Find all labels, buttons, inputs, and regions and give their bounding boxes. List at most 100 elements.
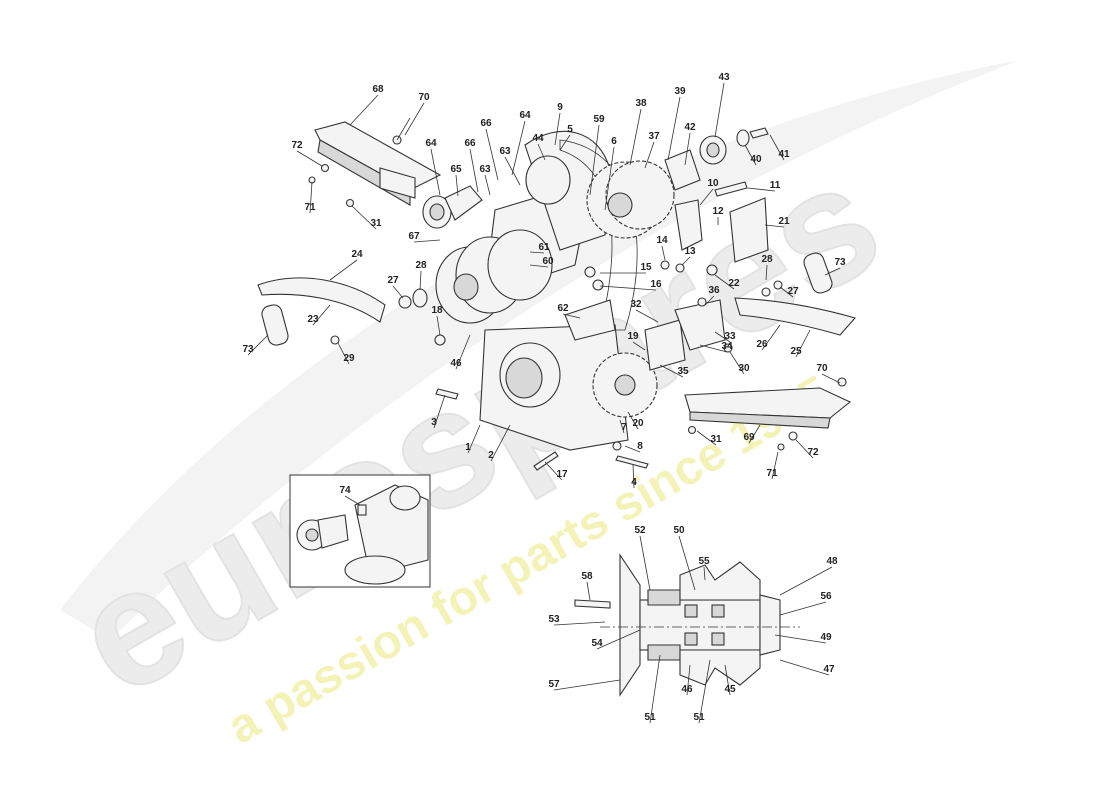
callout-number: 73 <box>834 257 846 268</box>
callout-leader <box>632 464 635 489</box>
callout-number: 66 <box>480 118 492 129</box>
callout-27: 27 <box>779 286 799 298</box>
callout-number: 44 <box>532 133 544 144</box>
callout-leader <box>678 535 696 591</box>
callout-leader <box>644 141 655 169</box>
callout-73: 73 <box>824 257 846 276</box>
callout-leader <box>769 134 785 161</box>
callout-18: 18 <box>431 305 443 336</box>
callout-number: 61 <box>538 242 550 253</box>
callout-number: 17 <box>556 469 568 480</box>
callout-31: 31 <box>351 205 382 230</box>
guide-69 <box>684 387 852 429</box>
callout-leader <box>824 267 841 276</box>
callout-leader <box>467 424 481 454</box>
callout-number: 68 <box>372 84 384 95</box>
callout-5: 5 <box>559 124 573 151</box>
callout-16: 16 <box>599 279 662 291</box>
callout-leader <box>661 245 666 261</box>
callout-leader <box>696 430 717 446</box>
callout-leader <box>624 445 641 453</box>
callout-29: 29 <box>337 342 355 365</box>
callout-number: 64 <box>519 110 531 121</box>
callout-leader <box>484 174 491 196</box>
callout-leader <box>430 148 441 196</box>
washer-40 <box>736 129 750 147</box>
callout-number: 56 <box>820 591 832 602</box>
callout-52: 52 <box>634 525 651 591</box>
guide-68 <box>314 121 442 206</box>
callout-number: 25 <box>790 346 802 357</box>
callout-leader <box>559 134 571 151</box>
callout-number: 22 <box>728 278 740 289</box>
callout-number: 8 <box>637 441 643 452</box>
callout-leader <box>629 108 642 166</box>
callout-number: 72 <box>807 447 819 458</box>
guide-24 <box>257 277 386 323</box>
nut-36 <box>697 297 707 307</box>
callout-number: 62 <box>557 303 569 314</box>
callout-leader <box>485 128 499 181</box>
callout-leader <box>774 634 827 644</box>
callout-number: 31 <box>370 218 382 229</box>
callout-50: 50 <box>673 525 696 591</box>
callout-number: 28 <box>415 260 427 271</box>
bolt-4 <box>615 455 649 469</box>
callout-number: 67 <box>408 231 420 242</box>
bracket-62 <box>564 299 616 341</box>
callout-71: 71 <box>304 181 316 214</box>
callout-number: 21 <box>778 216 790 227</box>
callout-53: 53 <box>548 614 606 626</box>
callout-26: 26 <box>756 324 781 351</box>
tensioner-73-right <box>803 252 833 294</box>
callout-number: 70 <box>418 92 430 103</box>
callout-28: 28 <box>415 260 427 291</box>
callout-1: 1 <box>465 424 481 454</box>
callout-leader <box>744 144 757 166</box>
callout-leader <box>764 224 785 228</box>
callout-14: 14 <box>656 235 668 261</box>
callout-number: 46 <box>681 684 693 695</box>
idler-64 <box>422 185 483 229</box>
callout-number: 7 <box>621 422 627 433</box>
callout-34: 34 <box>699 341 733 353</box>
callout-number: 15 <box>640 262 652 273</box>
callout-36: 36 <box>704 285 720 306</box>
callout-64: 64 <box>425 138 441 196</box>
callout-leader <box>247 334 269 356</box>
callout-number: 10 <box>707 178 719 189</box>
callout-number: 58 <box>581 571 593 582</box>
callout-leader <box>554 112 561 146</box>
bolt-30 <box>723 343 733 353</box>
callout-leader <box>329 259 358 281</box>
callout-number: 26 <box>756 339 768 350</box>
callout-number: 1 <box>465 442 471 453</box>
callout-60: 60 <box>529 256 554 268</box>
tensioner-73-left <box>261 304 289 346</box>
callout-leader <box>349 94 379 126</box>
bolt-18 <box>434 334 446 346</box>
callout-63: 63 <box>479 164 491 196</box>
callout-leader <box>632 341 646 351</box>
callout-57: 57 <box>548 679 621 691</box>
callout-69: 69 <box>743 424 761 444</box>
callout-2: 2 <box>488 424 511 462</box>
callout-leader <box>455 334 471 370</box>
callout-leader <box>529 264 549 268</box>
callout-51: 51 <box>693 659 711 724</box>
stud-3 <box>435 388 459 400</box>
callout-leader <box>771 451 779 480</box>
callout-49: 49 <box>774 632 832 644</box>
callout-leader <box>599 285 657 291</box>
callout-4: 4 <box>631 464 637 489</box>
callout-number: 27 <box>387 275 399 286</box>
callout-number: 32 <box>630 299 642 310</box>
callout-leader <box>779 566 833 596</box>
callout-leader <box>504 156 521 186</box>
callout-67: 67 <box>408 231 441 243</box>
callout-number: 65 <box>450 164 462 175</box>
callout-number: 71 <box>766 468 778 479</box>
callout-leader <box>604 146 615 211</box>
callout-number: 2 <box>488 450 494 461</box>
